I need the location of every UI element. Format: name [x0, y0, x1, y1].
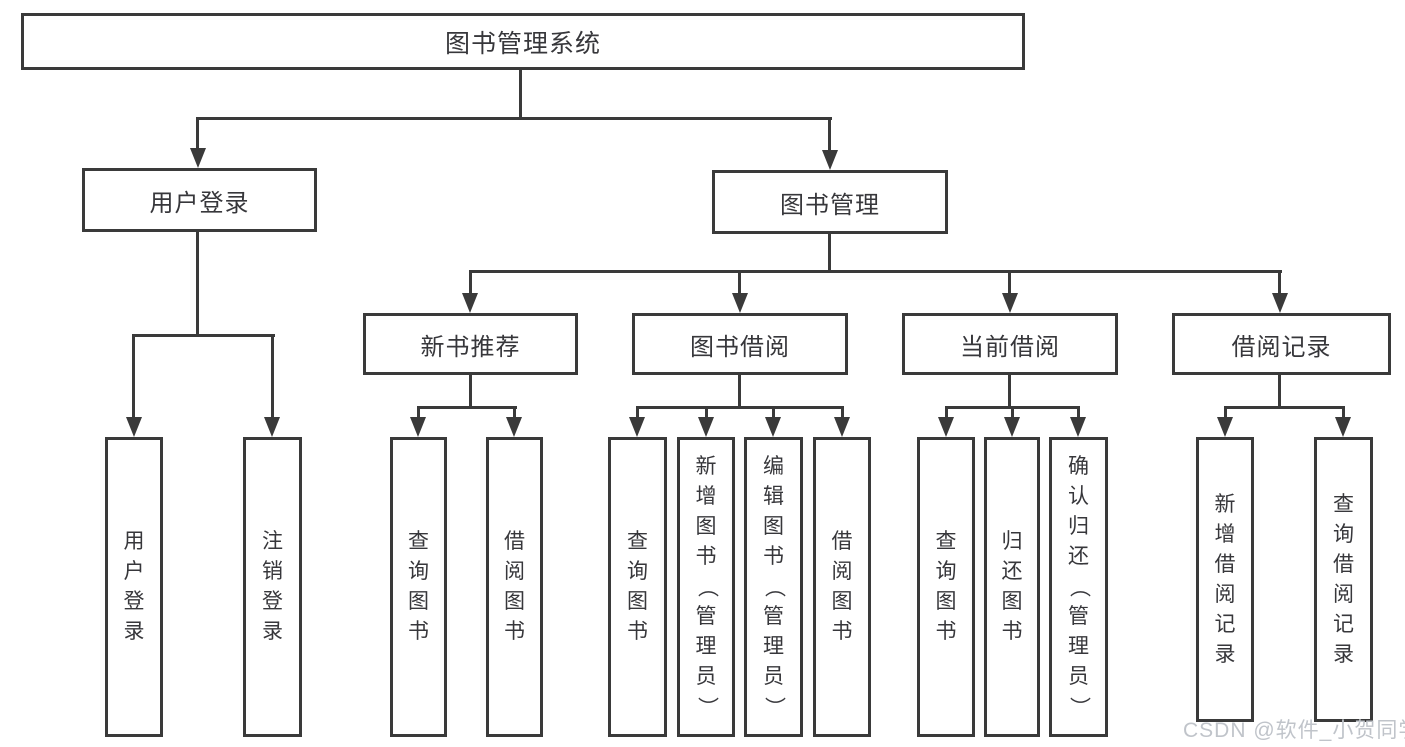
leaf-query-books-current: 查询图书 [917, 437, 975, 737]
node-new-book-recommend: 新书推荐 [363, 313, 578, 375]
arrowhead-leaf [506, 417, 522, 437]
connector-drop-leaf [513, 406, 516, 421]
arrowhead-user-login [190, 148, 206, 168]
arrowhead-book-borrow [732, 293, 748, 313]
connector-drop-leaf [945, 406, 948, 421]
leaf-borrow-books: 借阅图书 [813, 437, 871, 737]
arrowhead-leaf [1217, 417, 1233, 437]
arrowhead-leaf [834, 417, 850, 437]
arrowhead-current-borrow [1002, 293, 1018, 313]
arrowhead-borrow-records [1272, 293, 1288, 313]
connector-root-stub [519, 70, 522, 118]
connector-book-borrow-stub [738, 375, 741, 408]
connector-drop-leaf [1011, 406, 1014, 421]
node-current-borrow: 当前借阅 [902, 313, 1118, 375]
leaf-user-login: 用户登录 [105, 437, 163, 737]
connector-book-borrow-rail [636, 406, 844, 409]
connector-drop-leaf [1342, 406, 1345, 421]
arrowhead-leaf [1335, 417, 1351, 437]
leaf-borrow-books-recommend: 借阅图书 [486, 437, 543, 737]
node-book-management: 图书管理 [712, 170, 948, 234]
arrowhead-leaf [629, 417, 645, 437]
leaf-label: 注销登录 [262, 530, 283, 643]
leaf-query-books-borrow: 查询图书 [608, 437, 667, 737]
node-borrow-records: 借阅记录 [1172, 313, 1391, 375]
connector-user-login-rail [132, 334, 275, 337]
leaf-label: 新增借阅记录 [1214, 492, 1236, 666]
arrowhead-leaf [1070, 417, 1086, 437]
leaf-label: 新增图书（管理员） [695, 455, 718, 718]
leaf-label: 确认归还（管理员） [1067, 455, 1091, 718]
leaf-label: 查询图书 [627, 530, 648, 643]
connector-drop-leaf-user-login [132, 334, 135, 419]
connector-new-book-rail [417, 406, 517, 409]
arrowhead-new-book [462, 293, 478, 313]
node-book-borrow: 图书借阅 [632, 313, 848, 375]
connector-current-borrow-stub [1008, 375, 1011, 408]
leaf-add-borrow-record: 新增借阅记录 [1196, 437, 1254, 722]
arrowhead-leaf [410, 417, 426, 437]
connector-drop-leaf-logout [271, 334, 274, 419]
arrowhead-leaf-user-login [126, 417, 142, 437]
leaf-label: 归还图书 [1001, 530, 1023, 643]
leaf-label: 借阅图书 [831, 530, 853, 643]
leaf-label: 编辑图书（管理员） [762, 455, 786, 718]
connector-drop-leaf [1077, 406, 1080, 421]
leaf-confirm-return-admin: 确认归还（管理员） [1049, 437, 1108, 737]
leaf-logout: 注销登录 [243, 437, 302, 737]
connector-drop-user-login [196, 117, 199, 151]
leaf-label: 用户登录 [123, 530, 145, 643]
connector-borrow-records-stub [1278, 375, 1281, 408]
connector-drop-leaf [772, 406, 775, 421]
connector-book-management-stub [828, 234, 831, 272]
arrowhead-leaf [938, 417, 954, 437]
leaf-query-books-recommend: 查询图书 [390, 437, 447, 737]
leaf-label: 查询借阅记录 [1333, 492, 1354, 666]
arrowhead-leaf [698, 417, 714, 437]
node-user-login: 用户登录 [82, 168, 317, 232]
leaf-add-books-admin: 新增图书（管理员） [677, 437, 735, 737]
leaf-label: 查询图书 [935, 530, 957, 643]
watermark-text: CSDN @软件_小贺同学 [1183, 719, 1405, 742]
connector-drop-leaf [417, 406, 420, 421]
connector-drop-new-book [469, 270, 472, 295]
arrowhead-leaf [1004, 417, 1020, 437]
connector-borrow-records-rail [1224, 406, 1345, 409]
connector-drop-leaf [1224, 406, 1227, 421]
arrowhead-book-management [822, 150, 838, 170]
connector-drop-book-management [828, 117, 831, 153]
connector-drop-leaf [705, 406, 708, 421]
leaf-label: 查询图书 [408, 530, 429, 643]
arrowhead-leaf [765, 417, 781, 437]
connector-drop-leaf [636, 406, 639, 421]
connector-drop-book-borrow [738, 270, 741, 295]
node-root: 图书管理系统 [21, 13, 1025, 70]
connector-drop-borrow-records [1278, 270, 1281, 295]
connector-user-login-stub [196, 232, 199, 336]
leaf-query-borrow-record: 查询借阅记录 [1314, 437, 1373, 722]
connector-drop-leaf [841, 406, 844, 421]
arrowhead-leaf-logout [264, 417, 280, 437]
leaf-label: 借阅图书 [504, 530, 525, 643]
connector-level2-rail [196, 117, 832, 120]
connector-level3-rail [469, 270, 1282, 273]
leaf-return-books: 归还图书 [984, 437, 1040, 737]
connector-new-book-stub [469, 375, 472, 408]
connector-drop-current-borrow [1008, 270, 1011, 295]
leaf-edit-books-admin: 编辑图书（管理员） [744, 437, 803, 737]
